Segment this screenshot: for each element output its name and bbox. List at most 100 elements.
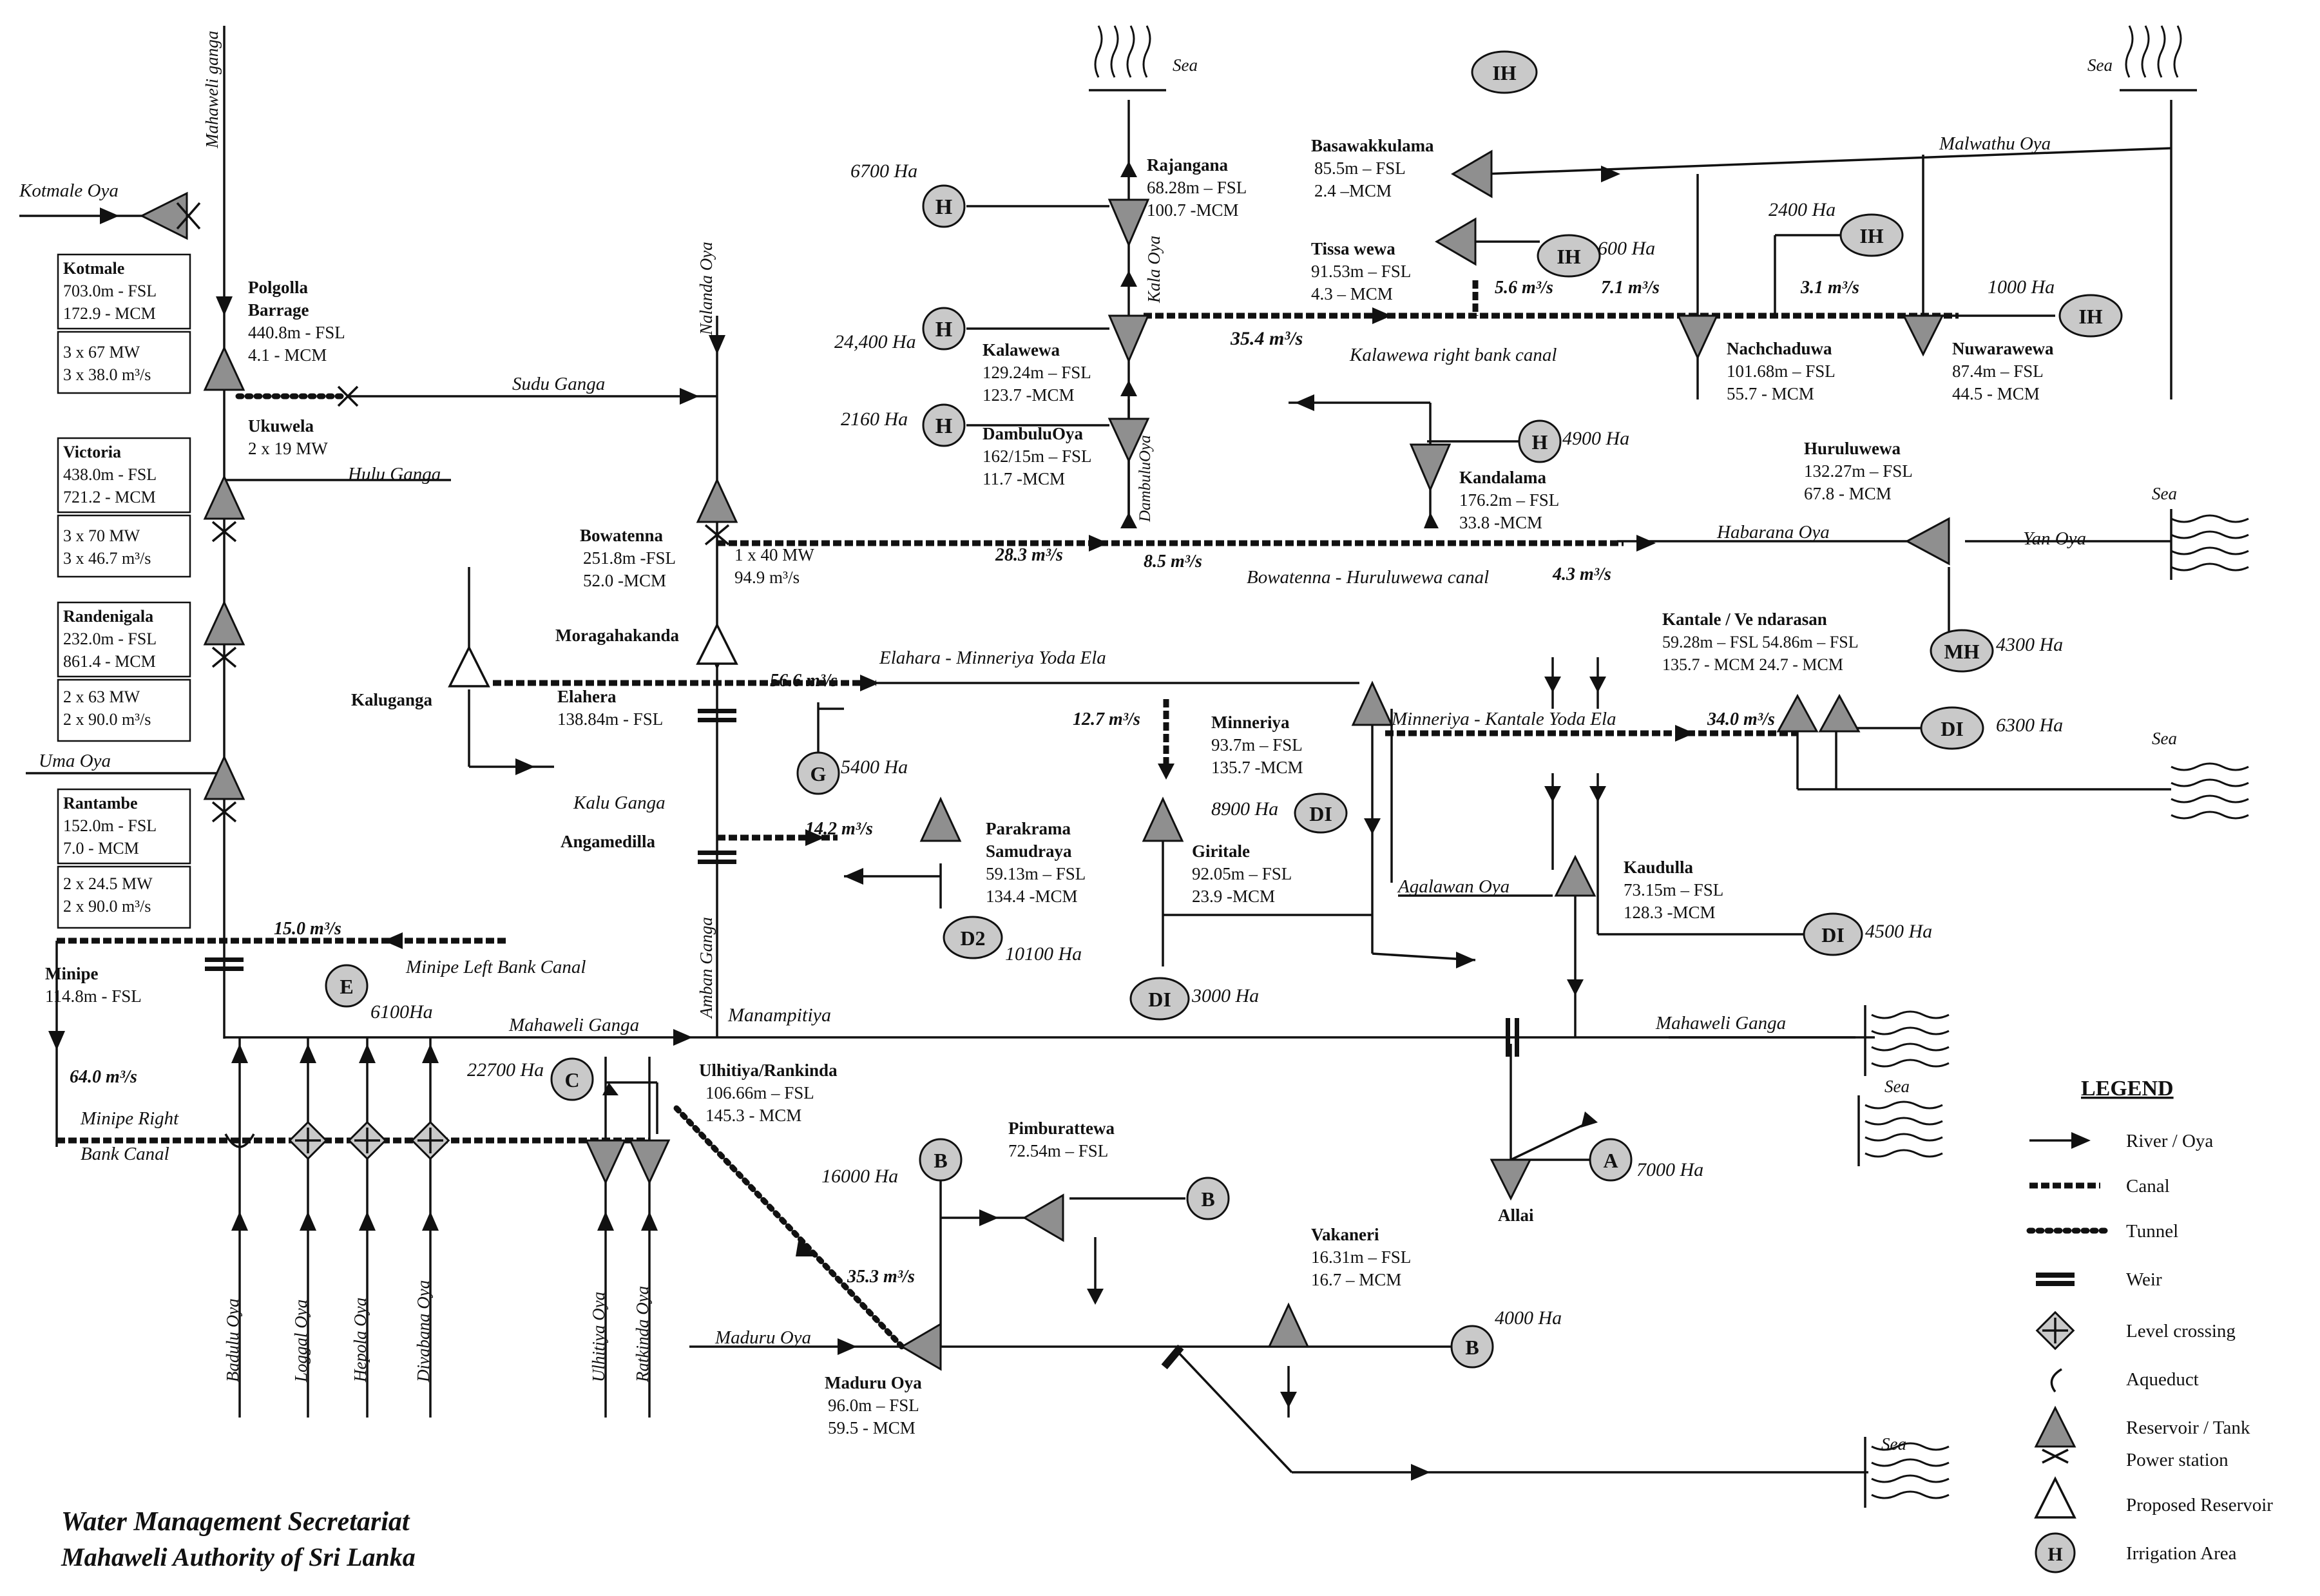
river-name: Yan Oya (2023, 528, 2086, 549)
power-station-info-boxes: Kotmale 703.0m - FSL 172.9 - MCM 3 x 67 … (57, 253, 191, 929)
area-code: H (1532, 430, 1548, 454)
area-code: E (340, 975, 353, 998)
arrow-icon (1089, 535, 1108, 552)
flow-rate: 64.0 m³/s (70, 1067, 137, 1087)
flow-rate: 35.3 m³/s (847, 1267, 915, 1287)
reservoir-name: Minneriya (1211, 713, 1290, 732)
g-area-icon (796, 751, 840, 795)
reservoir-name: Elahera (557, 687, 617, 706)
moragahakanda-proposed-icon (696, 622, 738, 665)
box-line: 2 x 63 MW (63, 687, 140, 706)
reservoir-name: Allai (1498, 1206, 1534, 1225)
box-name: Victoria (63, 443, 121, 461)
ih-1000-area-icon (2058, 294, 2123, 338)
vendarasan-reservoir-icon (1818, 693, 1861, 733)
kaluganga-proposed-icon (448, 645, 490, 687)
reservoir-name: Kandalama (1459, 468, 1547, 487)
river-name: Sudu Ganga (512, 374, 605, 394)
weir-icon (698, 851, 736, 855)
area-code: DI (1309, 802, 1332, 825)
rankinda-reservoir-icon (628, 1139, 671, 1185)
arrow-icon (838, 1338, 857, 1355)
reservoir-detail: 59.5 - MCM (828, 1418, 916, 1437)
arrow-icon (48, 1031, 65, 1050)
d2-area-icon (943, 916, 1003, 959)
reservoir-detail: 93.7m – FSL (1211, 735, 1303, 755)
footer-org-line2: Mahaweli Authority of Sri Lanka (61, 1543, 416, 1572)
reservoir-name: Parakrama (986, 819, 1071, 838)
legend-label: Power station (2126, 1450, 2229, 1470)
area-ha: 600 Ha (1598, 238, 1655, 259)
arrow-icon (1675, 725, 1694, 742)
arrow-icon (1589, 786, 1606, 802)
canal-name: Elahara - Minneriya Yoda Ela (879, 648, 1106, 668)
arrow-icon (1456, 952, 1475, 968)
bowatenna-reservoir-icon (696, 477, 738, 523)
canal-name: Bowatenna - Huruluwewa canal (1247, 567, 1489, 588)
river-name: Habarana Oya (1716, 522, 1830, 543)
river-name: Mahaweli ganga (202, 31, 222, 149)
area-code: C (564, 1068, 579, 1091)
area-ha: 1000 Ha (1988, 276, 2055, 298)
box-name: Randenigala (63, 607, 153, 626)
parakrama-reservoir-icon (919, 796, 962, 842)
arrow-icon (1567, 979, 1584, 995)
level-crossing-icon (2035, 1311, 2075, 1351)
arrow-icon (1601, 166, 1620, 182)
flow-rate: 8.5 m³/s (1144, 552, 1202, 572)
arrow-icon (422, 1044, 439, 1063)
box-line: 2 x 90.0 m³/s (63, 897, 151, 916)
area-code: MH (1944, 640, 1979, 663)
flow-rate: 56.6 m³/s (770, 671, 838, 691)
box-line: 232.0m - FSL (63, 630, 157, 648)
reservoir-name: Pimburattewa (1008, 1119, 1115, 1138)
sea-icon (1864, 1005, 1950, 1076)
reservoir-detail: 251.8m -FSL (583, 548, 676, 568)
randenigala-reservoir-icon (203, 600, 245, 646)
reservoir-detail: 135.7 -MCM (1211, 758, 1303, 777)
flow-rate: 4.3 m³/s (1552, 564, 1611, 584)
reservoir-detail: 129.24m – FSL (983, 363, 1091, 382)
box-line: 721.2 - MCM (63, 488, 156, 506)
legend-label: River / Oya (2126, 1131, 2213, 1151)
arrow-icon (1280, 1392, 1297, 1408)
rajangana-reservoir-icon (1107, 198, 1150, 247)
weir-icon (698, 860, 736, 864)
svg-text:H: H (2047, 1544, 2062, 1565)
reservoir-detail: 176.2m – FSL (1459, 490, 1559, 510)
reservoir-detail: 100.7 -MCM (1147, 200, 1239, 220)
box-line: 861.4 - MCM (63, 652, 156, 671)
arrow-icon (422, 1211, 439, 1231)
area-ha: 4900 Ha (1562, 428, 1629, 449)
reservoir-name: Nuwarawewa (1952, 339, 2054, 358)
reservoir-detail: 162/15m – FSL (983, 447, 1092, 466)
legend-label: Aqueduct (2126, 1369, 2199, 1390)
reservoir-detail: 91.53m – FSL (1311, 262, 1411, 281)
reservoir-name: Rajangana (1147, 155, 1229, 175)
river-name: Loggal Oya (291, 1300, 311, 1383)
river-name: Mahaweli Ganga (1655, 1013, 1786, 1034)
proposed-reservoir-icon (2034, 1476, 2076, 1519)
arrow-icon (1424, 512, 1439, 528)
river-name: DambuluOya (1136, 435, 1154, 523)
arrow-icon (383, 932, 403, 949)
reservoir-name: Ulhitiya/Rankinda (699, 1061, 838, 1080)
reservoir-name: Kalawewa (983, 340, 1060, 360)
weir-icon (698, 709, 736, 713)
di-6300-area-icon (1920, 706, 1984, 750)
reservoir-detail: 1 x 40 MW (734, 545, 814, 564)
reservoir-detail: 44.5 - MCM (1952, 384, 2040, 403)
reservoir-detail: 96.0m – FSL (828, 1396, 919, 1415)
area-code: IH (1859, 224, 1883, 247)
arrow-icon (1544, 786, 1561, 802)
arrow-icon (1087, 1289, 1104, 1305)
arrow-icon (1411, 1464, 1430, 1481)
box-line: 3 x 38.0 m³/s (63, 365, 151, 384)
reservoir-detail: 59.28m – FSL 54.86m – FSL (1662, 633, 1859, 651)
basawakkulama-reservoir-icon (1451, 149, 1493, 198)
area-ha: 5400 Ha (841, 756, 908, 778)
arrow-icon (602, 1082, 618, 1095)
area-code: G (810, 762, 827, 785)
c-area-icon (550, 1057, 594, 1101)
